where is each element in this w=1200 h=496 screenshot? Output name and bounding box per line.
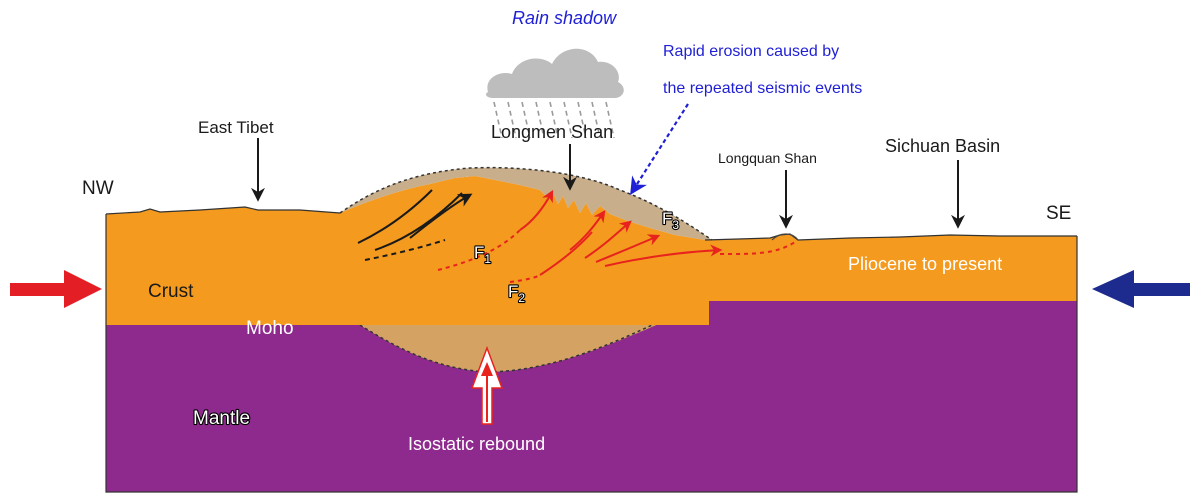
longquan-fold <box>771 233 799 241</box>
section-frame <box>105 214 1078 493</box>
mantle-layer <box>106 301 1077 492</box>
thrust-fault-black-2 <box>374 192 463 251</box>
moho-root-boundary <box>359 311 681 373</box>
fault-f2-subscript: 2 <box>518 291 525 305</box>
thrust-fault-black-1 <box>357 189 433 244</box>
fault-f3-letter: F <box>662 209 672 228</box>
cloud-icon <box>486 48 624 98</box>
fault-f1-thrust <box>519 189 554 231</box>
fault-f2-dashed <box>509 274 541 283</box>
nw-label: NW <box>82 178 114 199</box>
fault-f1-letter: F <box>474 243 484 262</box>
fault-f3-subscript: 3 <box>672 218 679 232</box>
fault-f2-thrust <box>569 210 606 251</box>
eroded-rock-layer <box>340 167 712 240</box>
arrow-left-icon <box>1092 270 1190 308</box>
erosion-label-line1: Rapid erosion caused by <box>663 43 839 60</box>
fault-splay-2 <box>595 234 661 263</box>
fault-f1-label: F1 <box>474 243 491 266</box>
rain-shadow-label: Rain shadow <box>512 8 617 28</box>
surface-line <box>105 206 341 215</box>
rain-icon <box>493 101 615 139</box>
fault-f3-label: F3 <box>662 209 679 232</box>
erosion-label-line2: the repeated seismic events <box>663 80 862 97</box>
crust-layer <box>106 176 1077 325</box>
east-tibet-label: East Tibet <box>198 118 274 137</box>
longmen-shan-label: Longmen Shan <box>491 122 613 142</box>
mantle-label: Mantle <box>193 408 250 429</box>
fault-splay-1 <box>584 220 632 259</box>
eroded-rock-dashed-outline <box>339 166 713 241</box>
fault-f1-subscript: 1 <box>484 252 491 266</box>
fault-f2-line <box>539 231 593 276</box>
arrow-up-icon <box>470 345 504 425</box>
thrust-fault-black-dashed <box>364 239 446 261</box>
se-label: SE <box>1046 203 1071 224</box>
crustal-root-fill <box>360 301 709 372</box>
crust-label: Crust <box>148 281 194 302</box>
longquan-shan-label: Longquan Shan <box>718 150 817 166</box>
moho-label: Moho <box>246 318 294 339</box>
fault-f2-label: F2 <box>508 282 525 305</box>
pliocene-label: Pliocene to present <box>848 254 1002 274</box>
erosion-arrow <box>630 103 689 195</box>
sichuan-basin-label: Sichuan Basin <box>885 136 1000 156</box>
arrow-right-icon <box>10 270 102 308</box>
isostatic-rebound-label: Isostatic rebound <box>408 434 545 454</box>
fault-f2-letter: F <box>508 282 518 301</box>
thrust-fault-black-3 <box>409 193 473 239</box>
fault-f1-line <box>437 229 521 271</box>
fault-f3-line <box>604 244 723 267</box>
fault-detachment-dashed <box>719 241 796 256</box>
